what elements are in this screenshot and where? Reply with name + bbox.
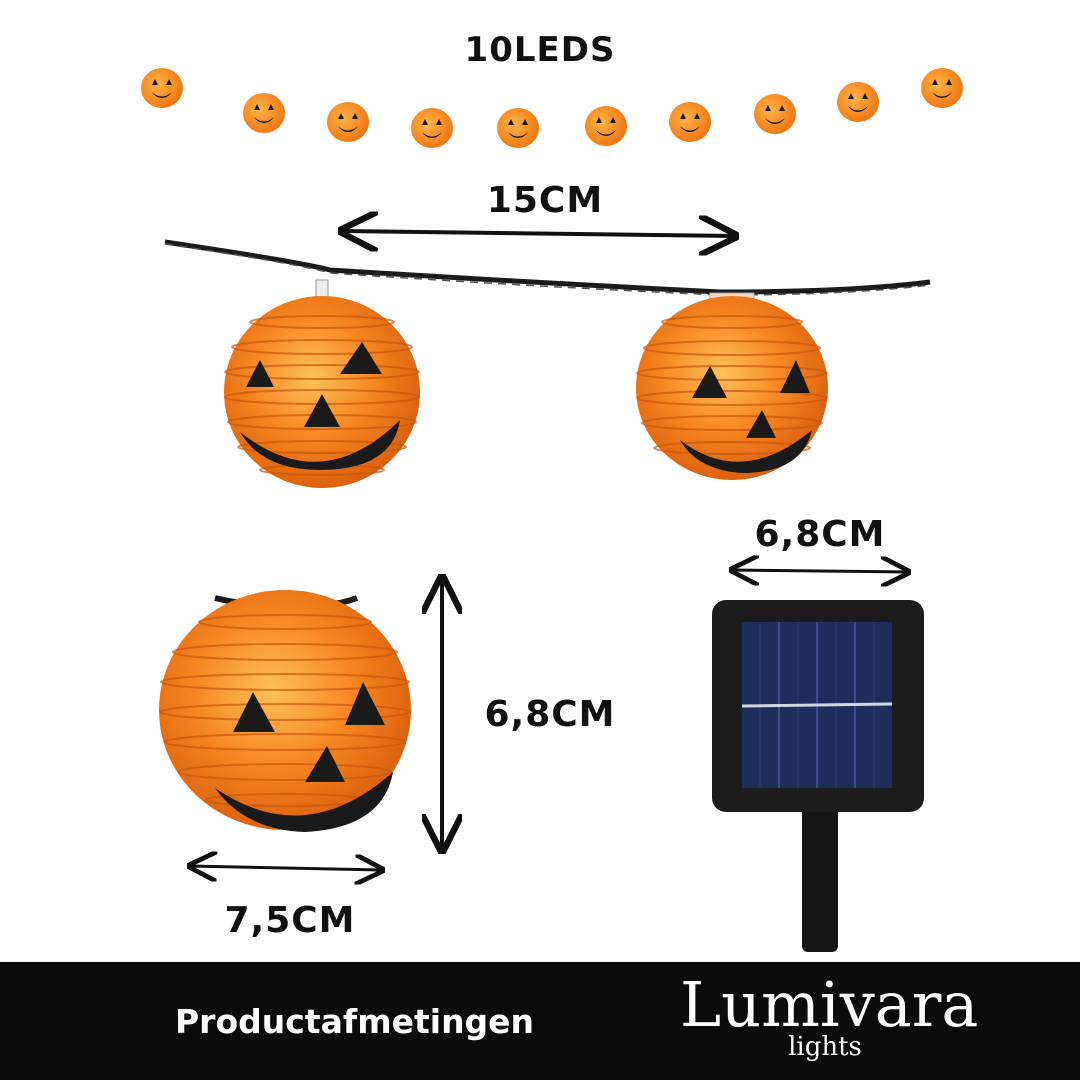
pumpkin-lantern-icon	[159, 590, 411, 832]
string-wire	[164, 239, 931, 296]
brand-logo-name: Lumivara	[680, 968, 979, 1041]
small-pumpkin-icon	[243, 93, 285, 133]
footer-caption: Productafmetingen	[175, 1002, 535, 1041]
spacing-label: 15CM	[486, 180, 604, 221]
small-pumpkin-row	[141, 68, 963, 148]
solar-panel-icon	[712, 600, 924, 952]
small-pumpkin-icon	[754, 94, 796, 134]
panel-width-label: 6,8CM	[754, 514, 886, 555]
small-pumpkin-icon	[141, 68, 183, 108]
pumpkin-lantern-icon	[224, 279, 420, 488]
lantern-height-label: 6,8CM	[484, 694, 616, 735]
double-arrow-icon	[732, 570, 908, 572]
double-arrow-icon	[190, 866, 382, 870]
small-pumpkin-icon	[327, 102, 369, 142]
footer-bar	[0, 962, 1080, 1080]
small-pumpkin-icon	[585, 106, 627, 146]
pumpkin-lantern-icon	[636, 292, 828, 480]
lantern-width-label: 7,5CM	[224, 900, 356, 941]
double-arrow-icon	[342, 231, 735, 236]
small-pumpkin-icon	[669, 102, 711, 142]
small-pumpkin-icon	[837, 82, 879, 122]
brand-logo-subtitle: lights	[788, 1032, 862, 1062]
small-pumpkin-icon	[921, 68, 963, 108]
led-count-label: 10LEDS	[464, 30, 616, 70]
small-pumpkin-icon	[411, 108, 453, 148]
small-pumpkin-icon	[497, 108, 539, 148]
